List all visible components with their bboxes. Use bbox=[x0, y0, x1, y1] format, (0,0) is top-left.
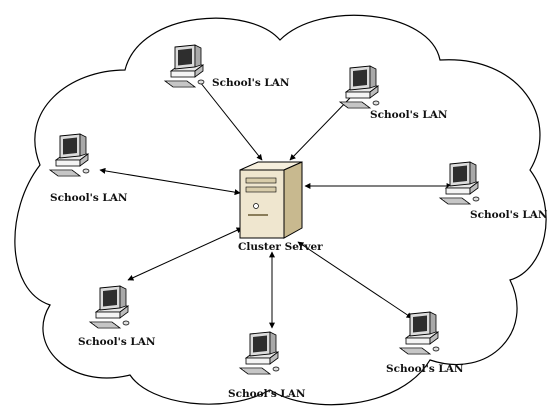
node-label: School's LAN bbox=[470, 209, 548, 221]
edge-lower-right bbox=[297, 241, 413, 319]
node-label: School's LAN bbox=[370, 109, 448, 121]
node-label: School's LAN bbox=[50, 192, 128, 204]
server-tower-icon bbox=[239, 161, 303, 239]
node-label: School's LAN bbox=[386, 363, 464, 375]
edge-left bbox=[99, 167, 241, 196]
edge-lower-left bbox=[127, 227, 243, 281]
edge-top-left bbox=[199, 81, 263, 161]
server-label: Cluster Server bbox=[238, 241, 323, 253]
connection-edges bbox=[99, 81, 453, 329]
edge-top-right bbox=[289, 97, 351, 161]
node-label: School's LAN bbox=[228, 388, 306, 400]
node-label: School's LAN bbox=[212, 77, 290, 89]
node-label: School's LAN bbox=[78, 336, 156, 348]
